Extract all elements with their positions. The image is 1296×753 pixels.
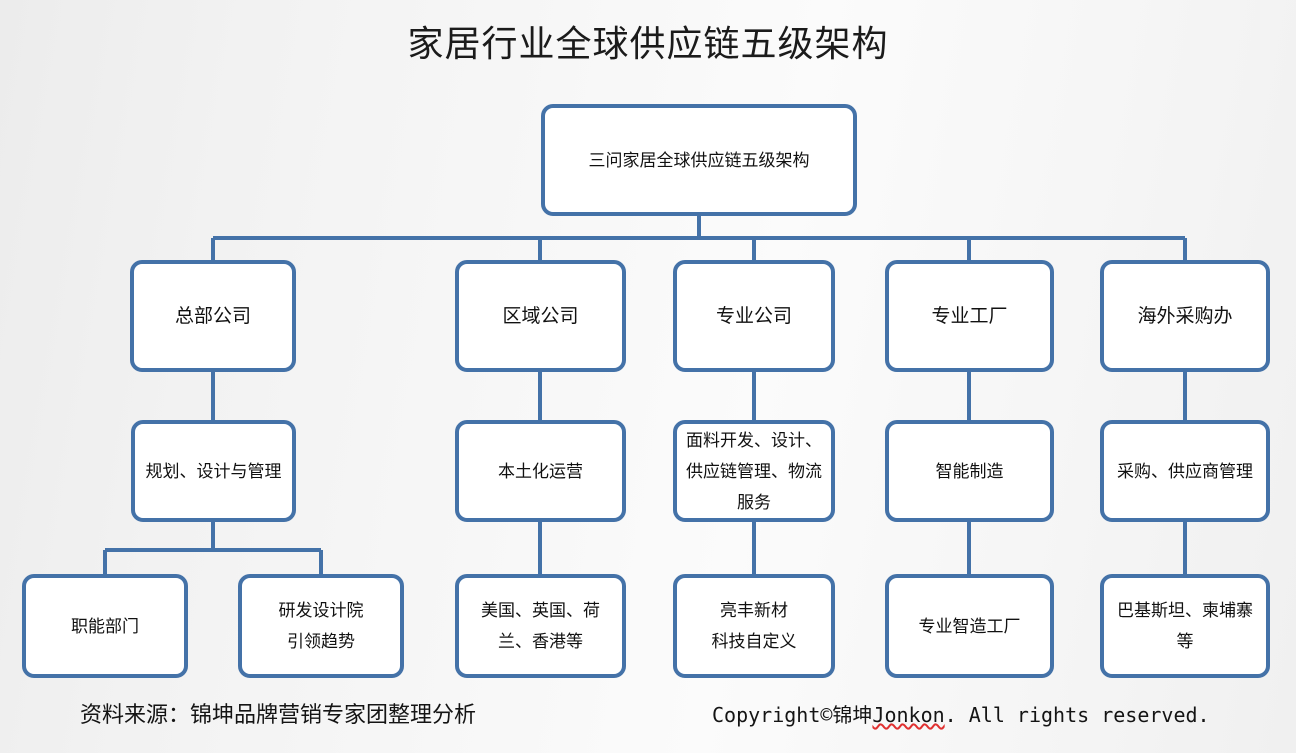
node-localized-operations[interactable]: 本土化运营 xyxy=(455,420,626,522)
node-professional-company[interactable]: 专业公司 xyxy=(673,260,835,372)
node-root-label: 三问家居全球供应链五级架构 xyxy=(588,150,810,170)
node-overseas-purchasing-office[interactable]: 海外采购办 xyxy=(1100,260,1270,372)
copyright-company-cn: 锦坤 xyxy=(832,705,873,727)
node-localized-operations-label: 本土化运营 xyxy=(498,461,583,481)
node-headquarters[interactable]: 总部公司 xyxy=(130,260,296,372)
page-title: 家居行业全球供应链五级架构 xyxy=(407,23,889,64)
node-rnd-design-institute[interactable]: 研发设计院 引领趋势 xyxy=(238,574,404,678)
node-headquarters-label: 总部公司 xyxy=(174,305,251,327)
node-fabric-development-label: 面料开发、设计、供应链管理、物流服务 xyxy=(686,430,822,512)
node-professional-smart-factory-label: 专业智造工厂 xyxy=(918,616,1021,636)
node-overseas-countries-label: 美国、英国、荷兰、香港等 xyxy=(481,601,600,651)
node-procurement-supplier-management-label: 采购、供应商管理 xyxy=(1117,461,1253,481)
node-procurement-supplier-management[interactable]: 采购、供应商管理 xyxy=(1100,420,1270,522)
copyright-suffix: . All rights reserved. xyxy=(944,703,1210,727)
node-smart-manufacturing-label: 智能制造 xyxy=(935,461,1004,481)
node-fabric-development[interactable]: 面料开发、设计、供应链管理、物流服务 xyxy=(673,420,835,522)
node-sourcing-countries[interactable]: 巴基斯坦、柬埔寨等 xyxy=(1100,574,1270,678)
node-professional-company-label: 专业公司 xyxy=(715,305,792,327)
node-planning-design-management-label: 规划、设计与管理 xyxy=(145,461,282,481)
node-sourcing-countries-label: 巴基斯坦、柬埔寨等 xyxy=(1117,601,1253,651)
node-professional-factory[interactable]: 专业工厂 xyxy=(885,260,1054,372)
node-liangfeng-new-materials[interactable]: 亮丰新材 科技自定义 xyxy=(673,574,835,678)
node-professional-smart-factory[interactable]: 专业智造工厂 xyxy=(885,574,1054,678)
node-planning-design-management[interactable]: 规划、设计与管理 xyxy=(131,420,296,522)
node-smart-manufacturing[interactable]: 智能制造 xyxy=(885,420,1054,522)
node-regional-company[interactable]: 区域公司 xyxy=(455,260,626,372)
copyright-note: Copyright©锦坤Jonkon. All rights reserved. xyxy=(712,700,1210,731)
node-regional-company-label: 区域公司 xyxy=(502,305,579,327)
node-overseas-purchasing-office-label: 海外采购办 xyxy=(1137,305,1233,327)
node-professional-factory-label: 专业工厂 xyxy=(931,305,1008,327)
node-overseas-countries[interactable]: 美国、英国、荷兰、香港等 xyxy=(455,574,626,678)
node-root[interactable]: 三问家居全球供应链五级架构 xyxy=(541,104,857,216)
source-note: 资料来源：锦坤品牌营销专家团整理分析 xyxy=(80,702,477,727)
node-functional-departments-label: 职能部门 xyxy=(71,616,139,636)
copyright-prefix: Copyright© xyxy=(712,703,833,727)
node-rnd-design-institute-label: 研发设计院 引领趋势 xyxy=(278,601,364,651)
copyright-brand: Jonkon xyxy=(872,703,945,727)
node-liangfeng-new-materials-label: 亮丰新材 科技自定义 xyxy=(711,601,797,651)
node-functional-departments[interactable]: 职能部门 xyxy=(22,574,188,678)
